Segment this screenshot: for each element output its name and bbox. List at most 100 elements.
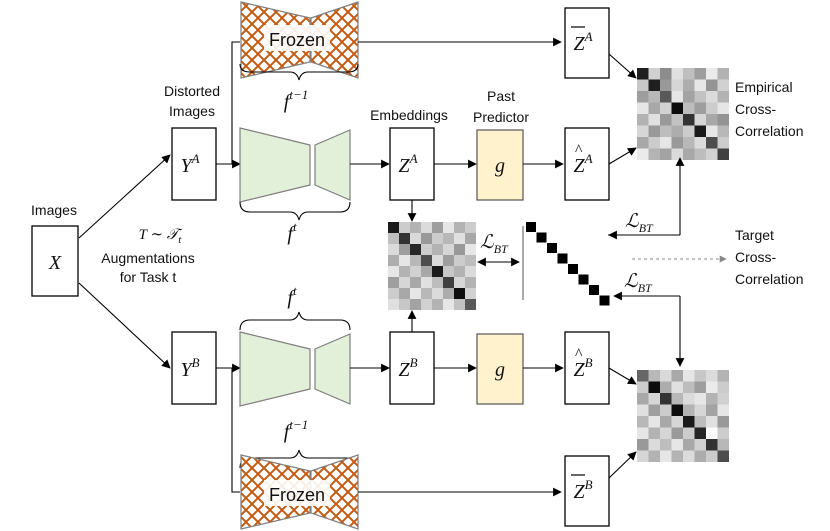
matrix-cell <box>454 233 465 244</box>
matrix-cell <box>454 244 465 255</box>
matrix-cell <box>671 370 683 382</box>
matrix-cell <box>399 222 410 233</box>
matrix-cell <box>432 233 443 244</box>
matrix-cell <box>660 393 672 405</box>
matrix-cell <box>410 233 421 244</box>
f-bottom-label: ft <box>287 283 297 309</box>
matrix-cell <box>648 393 660 405</box>
matrix-cell <box>717 148 729 160</box>
matrix-cell <box>683 137 695 149</box>
target-identity-matrix <box>526 222 610 306</box>
matrix-cell <box>660 450 672 462</box>
zb-symbol: ZB <box>398 355 417 381</box>
matrix-cell <box>683 427 695 439</box>
matrix-cell <box>388 244 399 255</box>
matrix-cell <box>683 148 695 160</box>
matrix-cell <box>410 222 421 233</box>
matrix-cell <box>637 137 649 149</box>
empirical-matrix-mid <box>388 222 476 310</box>
matrix-cell <box>717 68 729 80</box>
target-label-3: Correlation <box>735 271 803 287</box>
matrix-cell <box>706 137 718 149</box>
target-diagonal-cell <box>599 295 610 306</box>
matrix-cell <box>465 233 476 244</box>
matrix-cell <box>648 91 660 103</box>
f-prev-top-label: ft−1 <box>284 87 308 113</box>
matrix-cell <box>694 79 706 91</box>
matrix-cell <box>399 244 410 255</box>
matrix-cell <box>671 416 683 428</box>
matrix-cell <box>432 277 443 288</box>
matrix-cell <box>706 148 718 160</box>
empirical-matrix-top <box>637 68 729 160</box>
zhat-a-symbol: ZA <box>573 151 592 177</box>
matrix-cell <box>648 114 660 126</box>
target-label-1: Target <box>735 227 774 243</box>
matrix-cell <box>637 91 649 103</box>
matrix-cell <box>410 277 421 288</box>
brace-f-bottom <box>239 311 351 331</box>
matrix-cell <box>683 393 695 405</box>
matrix-cell <box>717 79 729 91</box>
frozen-encoder-bottom <box>240 454 359 530</box>
matrix-cell <box>399 299 410 310</box>
matrix-cell <box>706 381 718 393</box>
matrix-cell <box>706 79 718 91</box>
matrix-cell <box>443 222 454 233</box>
matrix-cell <box>648 416 660 428</box>
matrix-cell <box>694 102 706 114</box>
matrix-cell <box>637 404 649 416</box>
matrix-cell <box>671 137 683 149</box>
matrix-cell <box>717 125 729 137</box>
yb-symbol: YB <box>180 355 199 381</box>
zhat-b-hat: ^ <box>575 346 583 363</box>
encoder-top <box>239 127 351 203</box>
matrix-cell <box>660 68 672 80</box>
arrow-zbar-a-to-matrix <box>608 53 637 79</box>
matrix-cell <box>683 91 695 103</box>
matrix-cell <box>706 91 718 103</box>
matrix-cell <box>388 222 399 233</box>
matrix-cell <box>410 255 421 266</box>
yb-branch-to-frozen <box>216 367 240 493</box>
matrix-cell <box>443 266 454 277</box>
distorted-label-2: Images <box>169 103 215 119</box>
matrix-cell <box>694 381 706 393</box>
matrix-cell <box>443 255 454 266</box>
input-x-symbol: X <box>48 252 62 274</box>
matrix-cell <box>660 404 672 416</box>
yb-box <box>171 331 217 405</box>
matrix-cell <box>648 427 660 439</box>
matrix-cell <box>717 404 729 416</box>
matrix-cell <box>648 79 660 91</box>
zbar-a-box <box>564 7 610 79</box>
matrix-cell <box>648 102 660 114</box>
matrix-cell <box>671 79 683 91</box>
matrix-cell <box>660 427 672 439</box>
zbar-b-box <box>564 455 610 527</box>
empirical-label-3: Correlation <box>735 123 803 139</box>
matrix-cell <box>648 439 660 451</box>
target-diagonal-cell <box>578 274 589 285</box>
arrow-zbar-b-to-matrix <box>608 451 637 479</box>
matrix-cell <box>465 222 476 233</box>
augmentations-label: Augmentations <box>101 250 194 266</box>
matrix-cell <box>443 299 454 310</box>
target-diagonal-cell <box>536 232 547 243</box>
matrix-cell <box>421 299 432 310</box>
frozen-label-bottom: Frozen <box>269 485 325 505</box>
matrix-cell <box>637 370 649 382</box>
matrix-cell <box>443 233 454 244</box>
matrix-cell <box>683 404 695 416</box>
matrix-cell <box>465 299 476 310</box>
matrix-cell <box>648 125 660 137</box>
matrix-cell <box>706 393 718 405</box>
past-label: Past <box>487 88 515 104</box>
matrix-cell <box>410 299 421 310</box>
ya-branch-to-frozen <box>216 41 240 165</box>
matrix-cell <box>388 277 399 288</box>
za-symbol: ZA <box>398 151 417 177</box>
input-x-box <box>31 225 79 297</box>
matrix-cell <box>399 277 410 288</box>
empirical-label-2: Cross- <box>735 101 777 117</box>
